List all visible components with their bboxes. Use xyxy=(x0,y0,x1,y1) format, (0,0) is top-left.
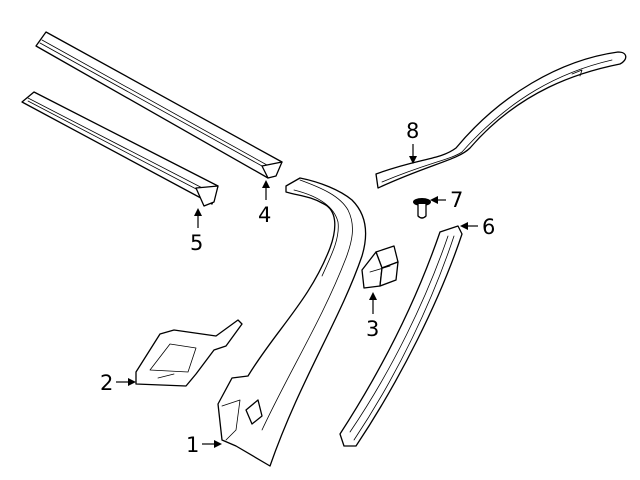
part-1-pillar-frame xyxy=(217,177,367,467)
callout-label-6: 6 xyxy=(482,215,495,239)
part-2-bracket xyxy=(135,319,243,387)
part-8-roof-trim xyxy=(375,51,627,189)
callout-3: 3 xyxy=(366,292,379,341)
callout-label-7: 7 xyxy=(450,188,463,212)
callout-label-2: 2 xyxy=(100,371,113,395)
callout-6: 6 xyxy=(460,215,495,239)
callout-label-1: 1 xyxy=(186,433,199,457)
part-4-sill-strip xyxy=(35,31,283,179)
callout-2: 2 xyxy=(100,371,136,395)
callout-7: 7 xyxy=(430,188,463,212)
callout-label-8: 8 xyxy=(406,119,419,143)
callout-4: 4 xyxy=(258,180,271,227)
callout-8: 8 xyxy=(406,119,419,164)
callout-label-4: 4 xyxy=(258,203,271,227)
part-5-sill-strip xyxy=(21,91,219,207)
callout-5: 5 xyxy=(190,208,203,255)
callout-label-5: 5 xyxy=(190,231,203,255)
part-7-clip xyxy=(413,198,431,219)
part-3-bracket xyxy=(361,245,399,289)
callout-label-3: 3 xyxy=(366,317,379,341)
callout-1: 1 xyxy=(186,433,222,457)
part-6-pillar-trim xyxy=(339,225,463,447)
